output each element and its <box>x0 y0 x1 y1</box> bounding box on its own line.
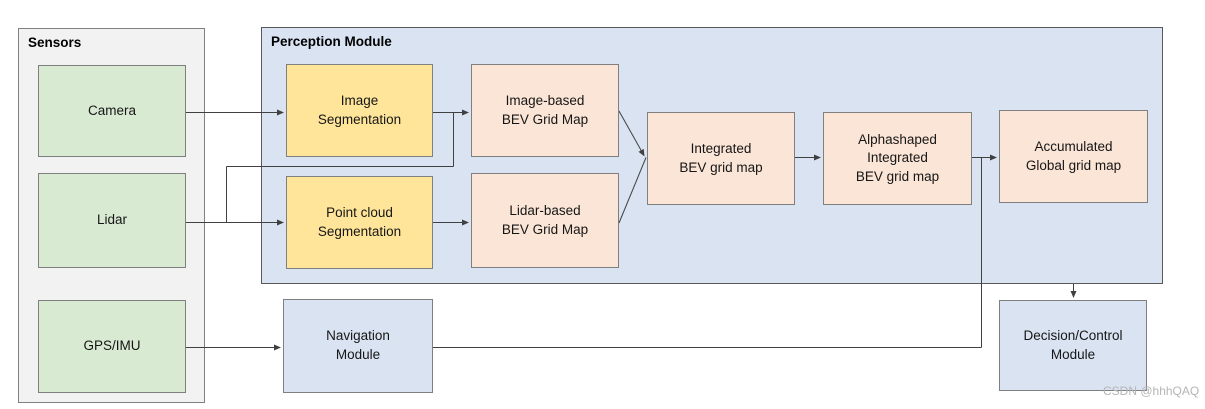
node-lidar-based-bev-grid-map: Lidar-based BEV Grid Map <box>471 173 619 268</box>
node-gps-imu: GPS/IMU <box>38 300 186 393</box>
node-camera: Camera <box>38 65 186 157</box>
node-accumulated-global-grid-map: Accumulated Global grid map <box>999 110 1148 203</box>
node-lidar: Lidar <box>38 173 186 268</box>
node-decision-control-module: Decision/Control Module <box>999 300 1147 391</box>
node-point-cloud-segmentation: Point cloud Segmentation <box>286 176 433 269</box>
perception-panel-title: Perception Module <box>271 34 392 49</box>
node-integrated-bev-grid-map: Integrated BEV grid map <box>647 112 795 205</box>
node-alphashaped-integrated-bev-grid-map: Alphashaped Integrated BEV grid map <box>823 112 972 205</box>
watermark-text: CSDN @hhhQAQ <box>1103 384 1200 398</box>
node-navigation-module: Navigation Module <box>283 299 433 393</box>
sensors-panel-title: Sensors <box>28 35 82 50</box>
node-image-segmentation: Image Segmentation <box>286 64 433 157</box>
node-image-based-bev-grid-map: Image-based BEV Grid Map <box>471 64 619 157</box>
